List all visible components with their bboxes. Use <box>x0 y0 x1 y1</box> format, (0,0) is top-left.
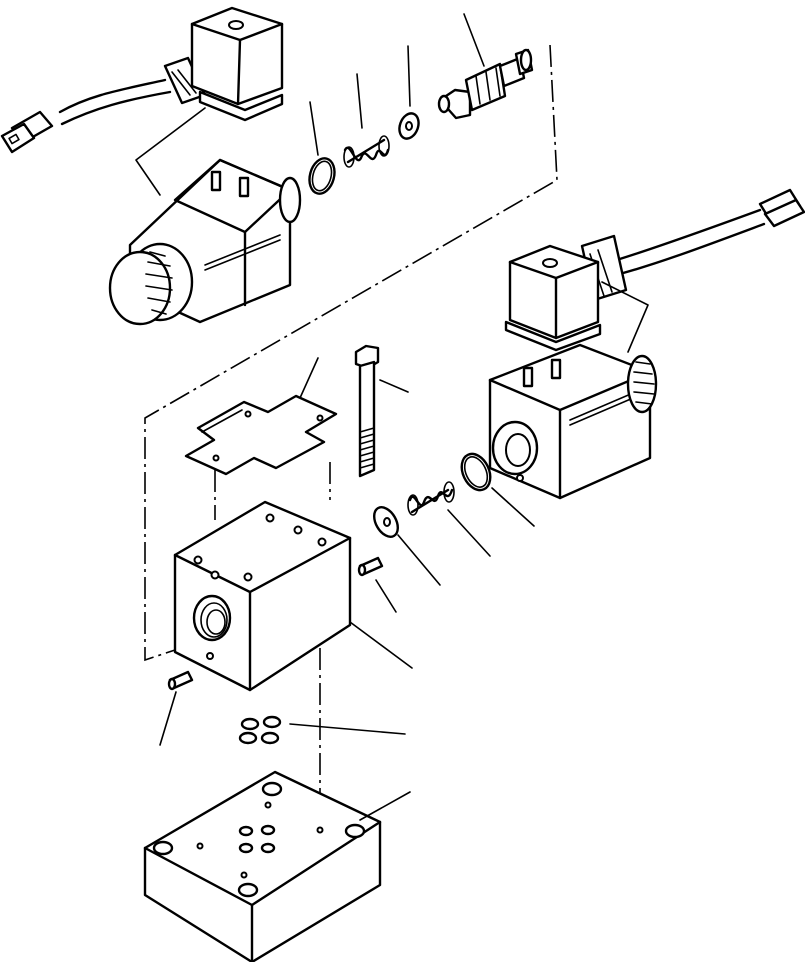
valve-spool <box>437 13 534 120</box>
o-ring-right <box>460 452 535 527</box>
gasket <box>184 357 338 476</box>
spring-right <box>407 481 491 557</box>
solenoid-connector-right <box>504 188 805 353</box>
mounting-bolt <box>354 344 409 478</box>
washer-right <box>373 506 441 586</box>
spring-upper <box>343 73 390 168</box>
o-ring-set <box>238 715 406 745</box>
o-ring-upper <box>308 101 336 195</box>
pin-left <box>159 670 194 746</box>
pin-right <box>357 556 397 613</box>
solenoid-connector-upper <box>0 6 284 196</box>
valve-body <box>173 500 413 692</box>
solenoid-coil-right <box>488 343 658 500</box>
sub-plate <box>143 770 411 962</box>
solenoid-coil-upper <box>108 158 302 326</box>
washer-upper <box>398 45 420 140</box>
